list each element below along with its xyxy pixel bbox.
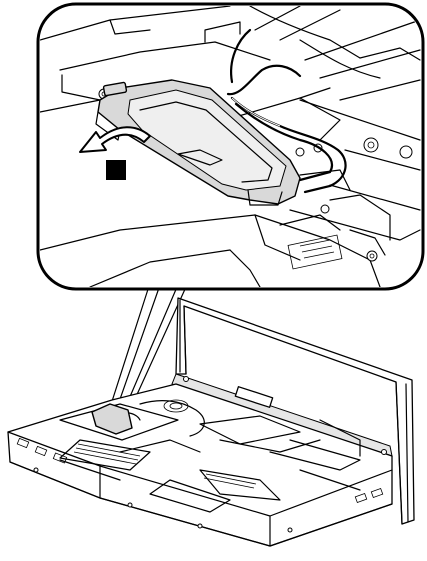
step-marker-icon (106, 160, 126, 180)
laptop-base (8, 384, 392, 546)
magnified-callout (38, 4, 423, 289)
laptop-overview (8, 298, 414, 546)
